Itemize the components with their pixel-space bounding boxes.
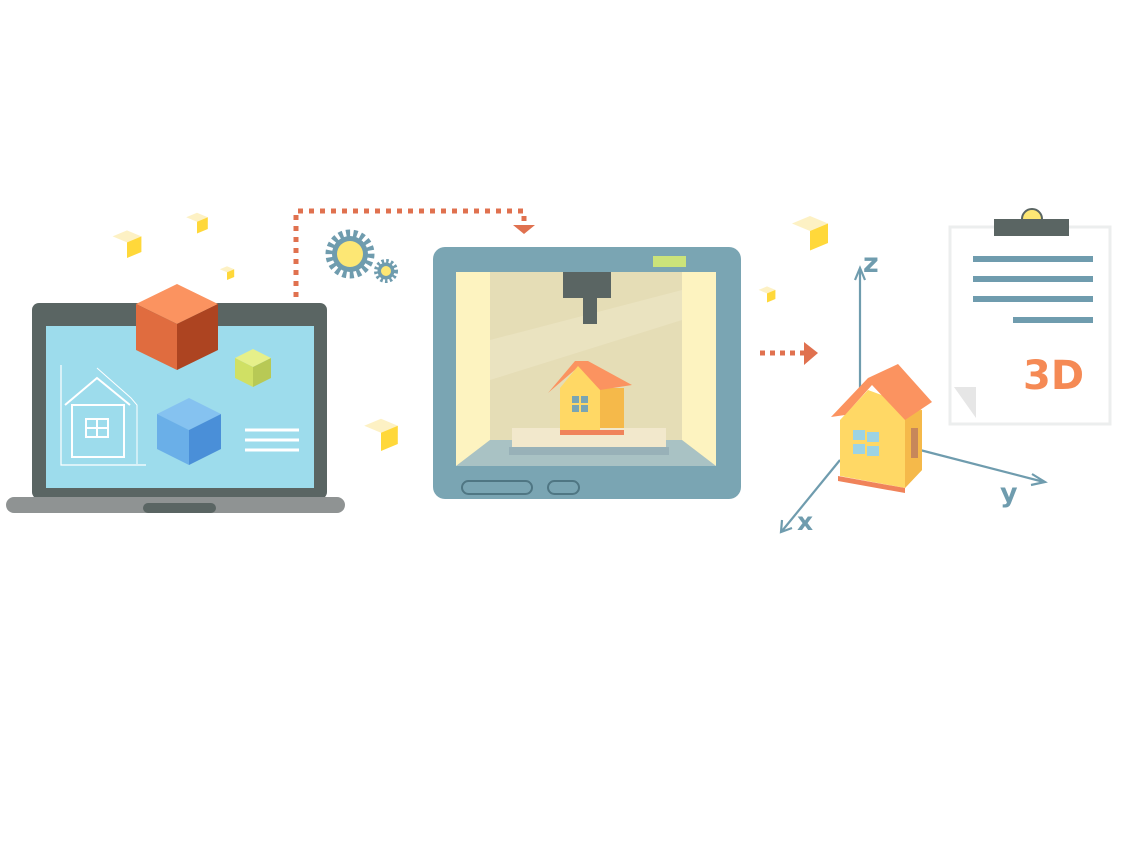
printer-button[interactable] xyxy=(461,480,533,495)
gear-icon xyxy=(325,229,375,279)
3d-printer xyxy=(433,247,741,499)
printer-chamber-left-wall xyxy=(456,272,490,466)
green-cube-icon xyxy=(235,349,271,387)
z-axis-label: z xyxy=(863,248,879,279)
clipboard-document: 3D xyxy=(948,208,1112,426)
flow-arrow-to-model xyxy=(760,342,818,365)
laptop-trackpad xyxy=(143,503,216,513)
blueprint-house-icon xyxy=(60,365,146,466)
coordinate-axes xyxy=(779,265,1048,534)
small-gear-icon xyxy=(374,259,398,283)
printer-chamber-right-wall xyxy=(682,272,716,466)
small-cube-icon xyxy=(792,216,828,251)
clip xyxy=(994,219,1069,236)
x-axis-label: x xyxy=(797,507,813,536)
small-cube-icon xyxy=(112,230,142,258)
orange-cube-icon xyxy=(136,284,218,370)
laptop xyxy=(6,284,345,513)
print-bed xyxy=(512,428,666,447)
printer-light-beam xyxy=(490,290,682,380)
printer-button[interactable] xyxy=(547,480,580,495)
blue-cube-icon xyxy=(157,398,221,465)
document-text-lines xyxy=(973,256,1093,323)
small-cube-icon xyxy=(186,212,208,234)
3d-badge-text: 3D xyxy=(1023,353,1084,399)
printed-house-icon xyxy=(548,361,632,435)
flow-arrow-to-printer xyxy=(293,208,535,297)
house-model-icon xyxy=(831,364,932,493)
small-cube-icon xyxy=(758,286,776,303)
page-fold-corner xyxy=(954,387,976,418)
text-lines-icon xyxy=(245,428,299,452)
small-cube-icon xyxy=(219,266,235,280)
print-nozzle xyxy=(563,272,611,324)
y-axis-label: y xyxy=(1000,478,1018,509)
small-cube-icon xyxy=(364,418,398,451)
printer-indicator-light xyxy=(653,256,686,267)
print-bed-base xyxy=(509,447,669,455)
